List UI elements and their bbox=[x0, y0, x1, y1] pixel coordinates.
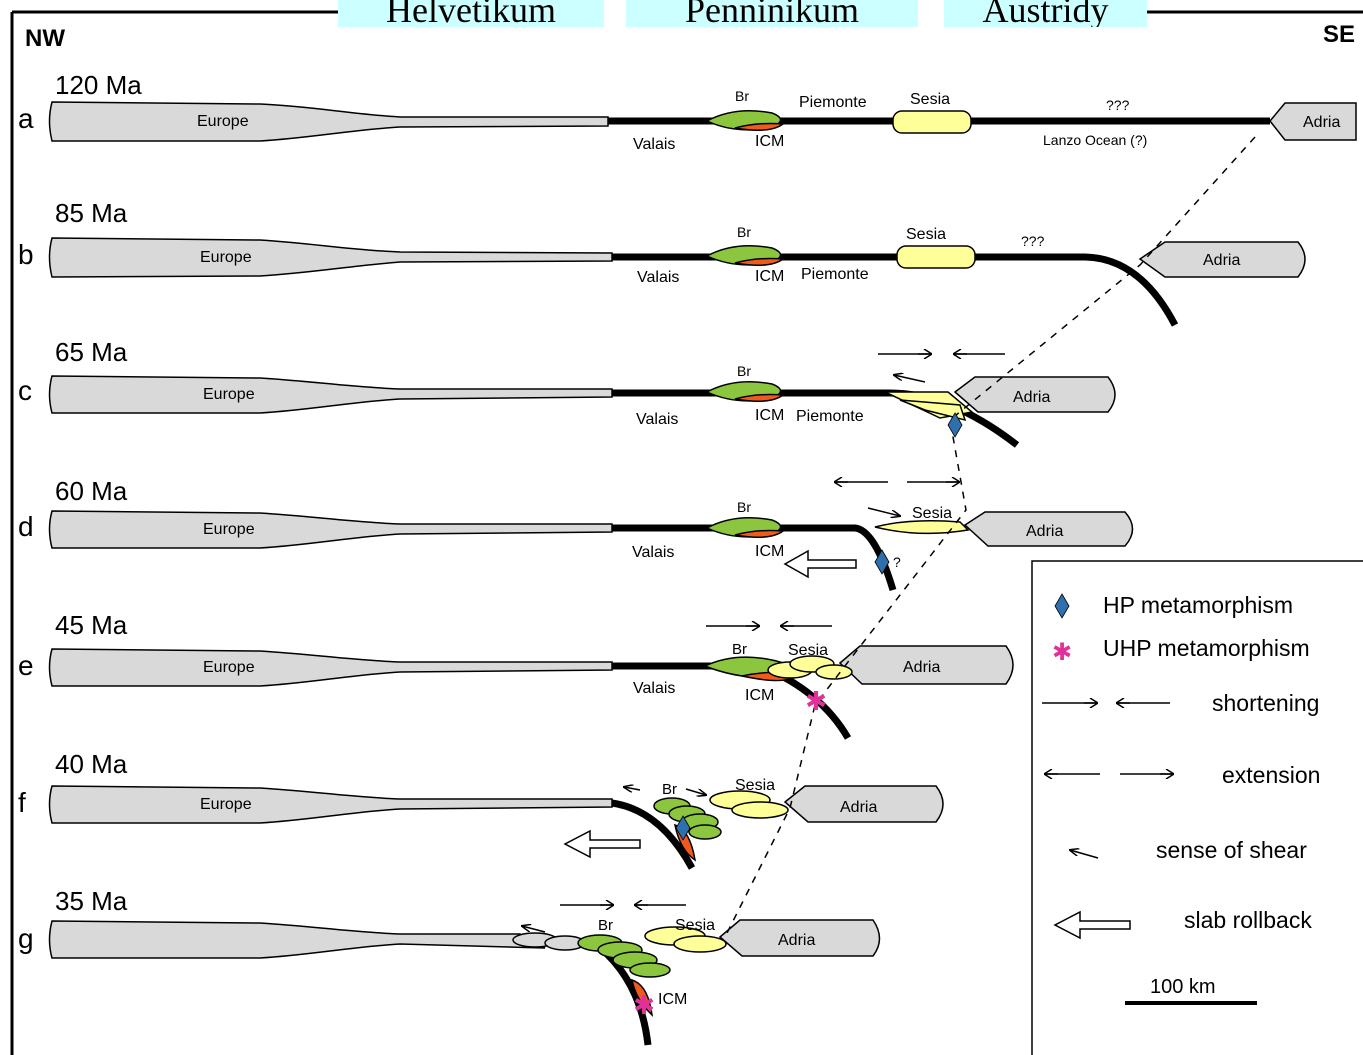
br-label: Br bbox=[662, 781, 677, 798]
valais-label: Valais bbox=[636, 411, 678, 428]
sesia-f-2 bbox=[732, 802, 788, 818]
valais-label: Valais bbox=[633, 680, 675, 697]
piemonte-label: Piemonte bbox=[799, 94, 867, 111]
hp-legend-label: HP metamorphism bbox=[1103, 592, 1293, 618]
europe-label: Europe bbox=[200, 249, 252, 266]
unknown-label: ??? bbox=[1021, 233, 1045, 249]
piemonte-label: Piemonte bbox=[796, 408, 864, 425]
brianconnais-f-4 bbox=[689, 825, 721, 839]
sesia-label: Sesia bbox=[906, 226, 946, 243]
unknown-label: ??? bbox=[1106, 97, 1130, 113]
brianconnais-g-4 bbox=[630, 963, 670, 977]
shear-arrow-f-2 bbox=[686, 789, 706, 795]
adria-label: Adria bbox=[1303, 114, 1340, 131]
icm-label: ICM bbox=[755, 268, 784, 285]
europe-plate-g bbox=[50, 921, 546, 958]
sesia-label: Sesia bbox=[675, 917, 715, 934]
europe-plate-d bbox=[50, 511, 613, 548]
stage-letter: d bbox=[18, 511, 34, 542]
sesia-label: Sesia bbox=[912, 505, 952, 522]
stage-letter: g bbox=[18, 923, 34, 954]
br-label: Br bbox=[737, 499, 751, 515]
adria-label: Adria bbox=[778, 932, 815, 949]
stage-age: 120 Ma bbox=[55, 70, 142, 100]
icm-label: ICM bbox=[658, 991, 687, 1008]
adria-label: Adria bbox=[1026, 523, 1063, 540]
europe-label: Europe bbox=[203, 521, 255, 538]
rollback-legend-label: slab rollback bbox=[1184, 907, 1312, 933]
sesia-g-2 bbox=[674, 936, 726, 952]
rollback-arrow-d bbox=[785, 551, 856, 577]
stage-letter: f bbox=[18, 787, 26, 818]
shortening-legend-label: shortening bbox=[1212, 690, 1319, 716]
uhp-marker-g: ✱ bbox=[633, 991, 655, 1021]
stage-letter: c bbox=[18, 375, 32, 406]
ocean-line-b bbox=[612, 257, 1175, 325]
europe-plate-e bbox=[50, 649, 613, 686]
scale-bar-label: 100 km bbox=[1150, 976, 1216, 998]
rollback-arrow-f bbox=[565, 831, 640, 857]
piemonte-label: Piemonte bbox=[801, 266, 869, 283]
question-label: ? bbox=[893, 554, 901, 570]
icm-label: ICM bbox=[755, 543, 784, 560]
br-label: Br bbox=[737, 363, 751, 379]
icm-label: ICM bbox=[755, 407, 784, 424]
br-label: Br bbox=[732, 641, 747, 658]
adria-label: Adria bbox=[1203, 252, 1240, 269]
shear-arrow-c bbox=[894, 375, 925, 382]
adria-label: Adria bbox=[903, 659, 940, 676]
stage-age: 60 Ma bbox=[55, 476, 128, 506]
stage-age: 65 Ma bbox=[55, 337, 128, 367]
extension-legend-label: extension bbox=[1222, 762, 1320, 788]
shear-arrow-g bbox=[522, 926, 545, 932]
stage-letter: b bbox=[18, 239, 34, 270]
europe-plate-a bbox=[50, 102, 609, 141]
europe-label: Europe bbox=[203, 659, 255, 676]
icm-label: ICM bbox=[755, 133, 784, 150]
uhp-legend-label: UHP metamorphism bbox=[1103, 635, 1310, 661]
shear-legend-label: sense of shear bbox=[1156, 837, 1307, 863]
stage-age: 85 Ma bbox=[55, 198, 128, 228]
europe-plate-b bbox=[50, 238, 613, 277]
adria-label: Adria bbox=[1013, 389, 1050, 406]
orientation-nw: NW bbox=[25, 25, 65, 52]
valais-label: Valais bbox=[637, 269, 679, 286]
stage-letter: e bbox=[18, 650, 34, 681]
europe-label: Europe bbox=[200, 796, 252, 813]
stage-age: 35 Ma bbox=[55, 886, 128, 916]
europe-plates bbox=[50, 102, 613, 958]
shear-arrow-f-1 bbox=[624, 787, 640, 790]
terranes bbox=[513, 111, 975, 1015]
sesia-b bbox=[897, 246, 975, 268]
europe-plate-c bbox=[50, 376, 613, 413]
sesia-d bbox=[875, 521, 968, 534]
shear-arrow-d bbox=[868, 508, 900, 516]
uhp-legend-icon: ✱ bbox=[1052, 638, 1072, 666]
sesia-label: Sesia bbox=[735, 777, 775, 794]
sesia-e-3 bbox=[816, 665, 852, 679]
stage-age: 45 Ma bbox=[55, 610, 128, 640]
stage-age: 40 Ma bbox=[55, 749, 128, 779]
europe-plate-f bbox=[50, 786, 613, 823]
ocean-label: Lanzo Ocean (?) bbox=[1043, 132, 1147, 148]
sesia-a bbox=[893, 111, 971, 133]
europe-label: Europe bbox=[203, 386, 255, 403]
valais-label: Valais bbox=[633, 136, 675, 153]
icm-label: ICM bbox=[745, 687, 774, 704]
sesia-label: Sesia bbox=[788, 642, 828, 659]
orientation-se: SE bbox=[1323, 21, 1355, 48]
stage-letter: a bbox=[18, 103, 34, 134]
valais-label: Valais bbox=[632, 544, 674, 561]
br-label: Br bbox=[737, 224, 751, 240]
legend: HP metamorphism ✱ UHP metamorphism short… bbox=[1032, 561, 1363, 1055]
uhp-marker-e: ✱ bbox=[805, 687, 827, 717]
sesia-label: Sesia bbox=[910, 91, 950, 108]
adria-label: Adria bbox=[840, 799, 877, 816]
europe-label: Europe bbox=[197, 113, 249, 130]
br-label: Br bbox=[735, 88, 749, 104]
br-label: Br bbox=[598, 917, 613, 934]
